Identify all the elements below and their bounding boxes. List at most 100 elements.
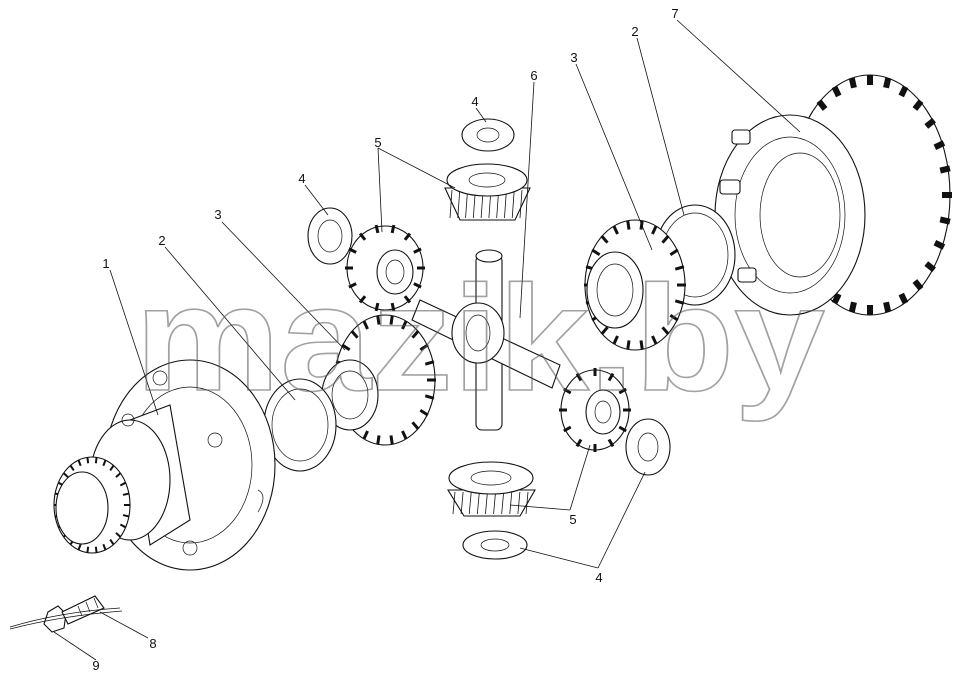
callout-4-top: 4 (471, 94, 478, 109)
gear-tooth (376, 315, 381, 325)
pinion-5-bottom (447, 461, 536, 517)
gear-tooth (669, 314, 679, 322)
gear-tooth (612, 225, 619, 235)
pinion-5-left (345, 224, 425, 312)
gear-tooth (939, 165, 951, 174)
gear-tooth (413, 247, 422, 254)
gear-tooth (389, 315, 394, 325)
gear-tooth (600, 326, 609, 336)
gear-tooth (413, 282, 422, 289)
gear-tooth (86, 546, 90, 553)
cross-shaft-6 (411, 249, 561, 431)
gear-tooth (898, 292, 909, 305)
gear-tooth (618, 425, 627, 433)
gear-tooth (476, 491, 480, 515)
washer-4-left (307, 207, 353, 265)
gear-tooth (350, 329, 359, 339)
gear-tooth (403, 232, 412, 241)
gear-tooth (912, 99, 924, 111)
watermark: mazik.by (135, 254, 825, 422)
lock-wire-8 (9, 607, 123, 630)
gear-tooth (77, 543, 82, 551)
gear-tooth (94, 546, 98, 553)
gear-tooth (102, 543, 107, 551)
gear-tooth (575, 438, 583, 448)
gear-tooth (607, 438, 615, 448)
callout-5-bottom: 5 (569, 512, 576, 527)
gear-tooth (119, 523, 127, 529)
gear-tooth (848, 77, 857, 89)
gear-tooth (626, 340, 631, 350)
gear-tooth (390, 302, 396, 312)
gear-tooth (485, 491, 488, 515)
gear-tooth (674, 299, 685, 305)
gear-tooth (419, 343, 429, 351)
gear-tooth (939, 216, 951, 225)
gear-tooth (419, 409, 429, 417)
gear-tooth (401, 430, 408, 440)
gear-tooth (933, 140, 946, 150)
gear-tooth (109, 538, 115, 546)
gear-tooth (348, 247, 357, 254)
gear-tooth (661, 234, 670, 244)
gear-tooth (651, 335, 658, 345)
gear-tooth (591, 248, 601, 256)
gear-tooth (69, 464, 75, 472)
gear-tooth (468, 491, 472, 515)
gear-tooth (525, 491, 529, 515)
gear-tooth (449, 189, 453, 219)
gear-tooth (460, 491, 464, 515)
gear-tooth (607, 372, 615, 382)
gear-tooth (924, 261, 936, 273)
callout-8: 8 (149, 636, 156, 651)
gear-tooth (669, 248, 679, 256)
gear-tooth (848, 301, 857, 313)
gear-tooth (651, 225, 658, 235)
gear-tooth (390, 224, 396, 234)
callout-2-right: 2 (631, 24, 638, 39)
gear-tooth (661, 326, 670, 336)
gear-tooth (62, 472, 69, 478)
gear-tooth (674, 265, 685, 271)
gear-tooth (115, 472, 122, 478)
gear-tooth (115, 532, 122, 538)
callout-5-top: 5 (374, 135, 381, 150)
leader-lines (53, 19, 801, 661)
gear-tooth (626, 220, 631, 230)
gear-tooth (411, 421, 420, 431)
gear-tooth (563, 387, 572, 395)
gear-tooth (563, 425, 572, 433)
gear-tooth (109, 464, 115, 472)
gear-tooth (424, 360, 435, 366)
gear-tooth (517, 491, 521, 515)
gear-tooth (374, 224, 380, 234)
gear-tooth (924, 117, 936, 129)
gear-tooth (122, 492, 130, 496)
gear-tooth (362, 430, 369, 440)
gear-tooth (358, 232, 367, 241)
bolt-9 (43, 595, 105, 633)
side-gear-3-right (584, 219, 686, 351)
thrust-washer-2-left (263, 378, 337, 472)
gear-tooth (411, 329, 420, 339)
gear-tooth (912, 279, 924, 291)
washer-4-right (625, 418, 671, 476)
callout-6: 6 (530, 68, 537, 83)
gear-tooth (374, 302, 380, 312)
ring-gear-7 (714, 74, 952, 316)
gear-tooth (600, 234, 609, 244)
gear-tooth (883, 77, 892, 89)
gear-tooth (575, 372, 583, 382)
gear-tooth (122, 514, 130, 518)
gear-tooth (883, 301, 892, 313)
gear-tooth (424, 394, 435, 400)
gear-tooth (452, 491, 456, 515)
callout-1: 1 (102, 256, 109, 271)
washer-4-bottom (462, 530, 528, 560)
gear-tooth (341, 343, 351, 351)
callout-9: 9 (92, 658, 99, 673)
gear-tooth (376, 435, 381, 445)
gear-tooth (831, 292, 842, 305)
gear-tooth (362, 320, 369, 330)
